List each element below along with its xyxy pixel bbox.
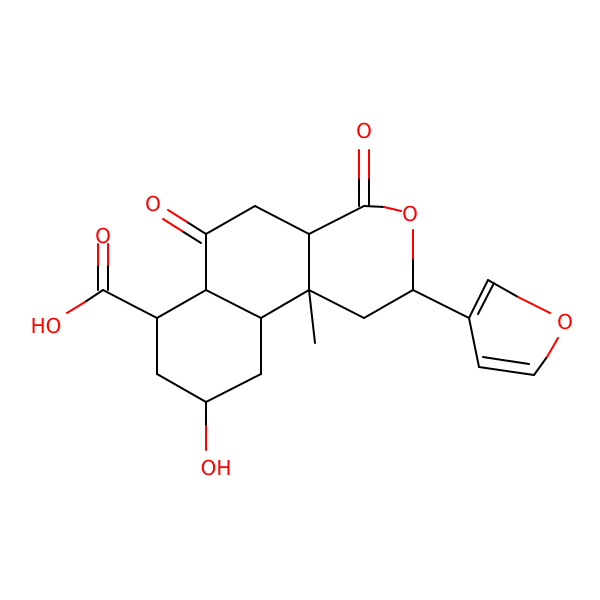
oxygen-bonds [66, 149, 559, 451]
acid-hydroxyl-label: HO [31, 314, 62, 338]
bond [186, 221, 207, 235]
lactone-carbonyl-oxygen-label: O [356, 119, 372, 143]
bond [363, 205, 385, 208]
bond [482, 356, 530, 365]
bond [205, 373, 262, 403]
bond [308, 205, 365, 235]
bond [102, 289, 158, 319]
bond [66, 301, 86, 314]
bond [412, 289, 470, 319]
bond [156, 373, 207, 403]
bond [181, 230, 202, 244]
ring-hydroxyl-label: OH [201, 456, 232, 480]
bond [478, 366, 535, 376]
bond [84, 289, 104, 303]
bond [308, 289, 365, 319]
furan-oxygen-label: O [557, 310, 573, 334]
bond [162, 218, 183, 232]
bond [383, 206, 402, 212]
bond [205, 289, 262, 319]
carbon-bonds [102, 205, 535, 403]
bond [260, 289, 310, 319]
bond [156, 289, 207, 319]
bond [205, 205, 256, 235]
bond [533, 356, 548, 376]
bond [487, 279, 519, 298]
bond [254, 205, 310, 235]
lactone-ring-oxygen-label: O [402, 202, 418, 226]
bond [468, 279, 489, 319]
acid-carbonyl-oxygen-label: O [95, 224, 111, 248]
bond [477, 282, 495, 315]
atom-labels: O O O O O HO OH [31, 119, 573, 480]
bond [546, 337, 559, 358]
bond [167, 209, 188, 223]
ketone-oxygen-label: O [145, 192, 161, 216]
methyl-bond [308, 289, 316, 344]
bond [517, 296, 551, 314]
bond [468, 317, 480, 368]
bond [363, 289, 414, 319]
